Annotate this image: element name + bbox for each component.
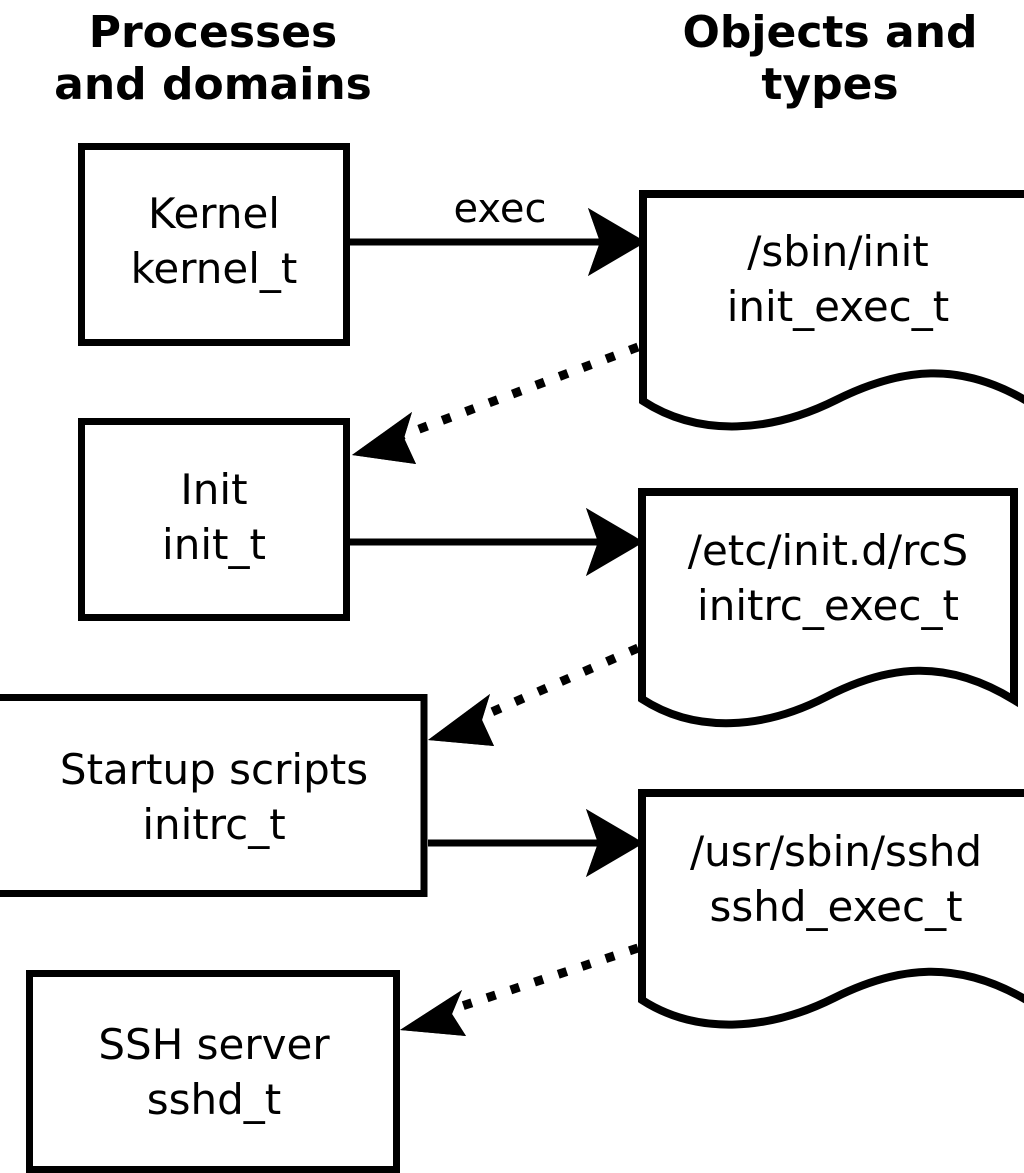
edge-label-exec: exec (454, 186, 547, 232)
arrowhead-right-icon-overlay-3 (586, 809, 644, 877)
process-node-initrc-box[interactable] (0, 694, 428, 897)
object-node-init-exec-document-shape[interactable] (639, 190, 1024, 431)
object-node-initrc-exec-document-shape[interactable] (638, 488, 1018, 728)
process-node-sshd[interactable]: SSH server sshd_t (26, 970, 400, 1173)
column-header-objects-line2: types (761, 59, 898, 110)
process-node-init-box[interactable] (78, 418, 350, 621)
column-header-processes-line1: Processes (89, 7, 338, 58)
object-node-sshd-exec-line1: /usr/sbin/sshd (690, 827, 982, 876)
process-node-init[interactable]: Init init_t (78, 418, 350, 621)
arrowhead-right-icon-overlay-1 (588, 208, 646, 276)
process-node-sshd-line2: sshd_t (147, 1075, 282, 1124)
process-node-kernel-line1: Kernel (148, 189, 280, 238)
object-node-initrc-exec[interactable]: /etc/init.d/rcS initrc_exec_t (638, 488, 1018, 728)
process-node-kernel[interactable]: Kernel kernel_t (78, 143, 350, 346)
process-node-init-line2: init_t (162, 520, 266, 569)
object-node-init-exec-line1: /sbin/init (747, 227, 929, 276)
arrowhead-left-icon-overlay-2 (428, 694, 494, 746)
column-header-objects-line1: Objects and (683, 7, 978, 58)
process-node-initrc-line1: Startup scripts (60, 745, 368, 794)
edge-line-dotted (396, 342, 640, 442)
process-node-sshd-box[interactable] (26, 970, 400, 1173)
column-header-processes: Processes and domains (54, 7, 372, 110)
arrowhead-left-icon-overlay-1 (352, 412, 416, 464)
column-header-objects: Objects and types (683, 7, 978, 110)
arrowhead-left-icon-overlay-3 (400, 990, 466, 1036)
object-node-sshd-exec[interactable]: /usr/sbin/sshd sshd_exec_t (638, 789, 1024, 1029)
process-node-init-line1: Init (180, 465, 247, 514)
process-node-kernel-line2: kernel_t (131, 244, 298, 293)
edge-line-dotted (448, 943, 640, 1015)
process-node-initrc-line2: initrc_t (142, 800, 285, 849)
edge-line-dotted (476, 643, 640, 723)
process-node-initrc[interactable]: Startup scripts initrc_t (0, 694, 428, 897)
process-node-kernel-box[interactable] (78, 143, 350, 346)
column-header-processes-line2: and domains (54, 59, 372, 110)
object-node-init-exec[interactable]: /sbin/init init_exec_t (639, 190, 1024, 431)
object-node-initrc-exec-line2: initrc_exec_t (697, 581, 959, 630)
object-node-sshd-exec-document-shape[interactable] (638, 789, 1024, 1029)
arrowhead-right-icon-overlay-2 (586, 508, 644, 576)
object-node-sshd-exec-line2: sshd_exec_t (709, 882, 962, 931)
process-node-sshd-line1: SSH server (98, 1020, 330, 1069)
object-node-init-exec-line2: init_exec_t (727, 282, 950, 331)
object-node-initrc-exec-line1: /etc/init.d/rcS (688, 526, 968, 575)
